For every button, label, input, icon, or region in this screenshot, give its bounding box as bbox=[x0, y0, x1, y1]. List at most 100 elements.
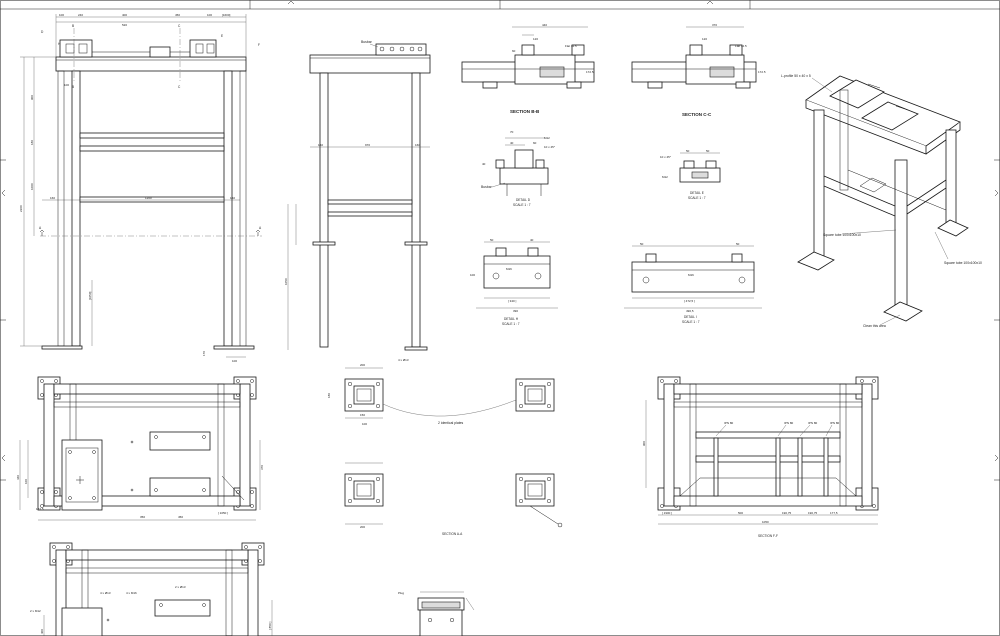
detail-i-title: DETAIL I bbox=[684, 315, 697, 319]
dim-sf-2: 500 bbox=[738, 511, 743, 515]
dim-bb-2: 120 bbox=[533, 37, 538, 41]
dim-side-4: 1050 bbox=[284, 278, 288, 285]
dim-front-mid-2: 1200 bbox=[145, 196, 152, 200]
dim-cc-4: 172.5 bbox=[758, 70, 766, 74]
dim-bb-1: 440 bbox=[542, 23, 547, 27]
square-tube-note-2: Square tube 100x100x10 bbox=[944, 261, 982, 265]
dim-sf-4: 190,75 bbox=[808, 511, 818, 515]
section-mark-c: C bbox=[178, 24, 181, 28]
detail-d: 70 40 60 40 M12 10 x 45° Busbar DETAIL D… bbox=[481, 130, 556, 207]
dim-side-1: 160 bbox=[318, 143, 323, 147]
bottom-plug-detail: Plug bbox=[398, 591, 475, 636]
section-bb-title: SECTION B-B bbox=[510, 109, 540, 114]
dim-plan-7: 440 bbox=[16, 475, 20, 480]
dim-hh-5: 390 bbox=[513, 309, 518, 313]
dim-sf-6: 1050 bbox=[762, 520, 769, 524]
dim-front-mid-1: 160 bbox=[50, 196, 55, 200]
dim-cc-1: 370 bbox=[712, 23, 717, 27]
dim-pad-3: 100 bbox=[362, 422, 367, 426]
dim-ii-5: M16 bbox=[688, 273, 694, 277]
dim-dd-2: 40 bbox=[510, 141, 514, 145]
dim-front-left-4: 2200 bbox=[19, 205, 23, 212]
ipn-label-1: IPN 80 bbox=[724, 421, 734, 425]
dim-front-top-5: 450 bbox=[175, 13, 180, 17]
busbar-note: Busbar bbox=[361, 40, 373, 44]
detail-mark-e: E bbox=[221, 34, 223, 38]
section-ff-title: SECTION F-F bbox=[758, 534, 778, 538]
dim-ee-4: M12 bbox=[662, 175, 668, 179]
clean-area-note: Clean this area bbox=[863, 324, 886, 328]
bottom-plan-view: 4 x Ø13 4 x M16 2 x Ø13 2 x M12 [ 850 ] … bbox=[30, 542, 273, 636]
dim-front-top-3: 400 bbox=[122, 13, 127, 17]
dim-ee-1: 50 bbox=[686, 149, 690, 153]
detail-mark-h: H bbox=[58, 42, 61, 46]
dim-front-top-6: 100 bbox=[207, 13, 212, 17]
dim-front-bot-3: 170 bbox=[202, 351, 206, 356]
detail-mark-d: D bbox=[41, 30, 44, 34]
detail-h-scale: SCALE 1 : 7 bbox=[502, 322, 520, 326]
isometric-view: L-profile 50 x 40 x 5 Square tube 100x10… bbox=[781, 74, 982, 328]
dim-ee-2: 50 bbox=[706, 149, 710, 153]
dim-pad-4: 4 x Ø13 bbox=[398, 358, 409, 362]
detail-e: 50 50 10 x 45° M12 DETAIL E SCALE 1 : 7 bbox=[660, 149, 721, 200]
plan-view: [ 1050 ] 350 450 172.5 370 100 440 bbox=[16, 376, 264, 521]
dim-dd-6: 10 x 45° bbox=[544, 145, 556, 149]
dim-bot-3: 2 x Ø13 bbox=[175, 585, 186, 589]
section-mark-a: A bbox=[39, 226, 42, 230]
dim-pad-1: 200 bbox=[360, 363, 365, 367]
dim-hh-3: 100 bbox=[470, 273, 475, 277]
identical-plates-note: 2 identical plates bbox=[438, 421, 464, 425]
detail-e-scale: SCALE 1 : 7 bbox=[688, 196, 706, 200]
dim-bot-4: 2 x M12 bbox=[30, 609, 41, 613]
section-mark-c: C bbox=[178, 85, 181, 89]
dim-bb-3: 60 bbox=[512, 49, 516, 53]
side-view: Busbar 160 970 160 1050 bbox=[284, 40, 431, 351]
pad-plates: 200 150 100 4 x Ø13 180 2 identical plat… bbox=[327, 358, 563, 536]
dim-sf-1: [ 1900 ] bbox=[662, 511, 672, 515]
ipn-label-4: IPN 80 bbox=[830, 421, 840, 425]
dim-plan-6: 100 bbox=[24, 479, 28, 484]
dim-front-top-2: 240 bbox=[78, 13, 83, 17]
detail-e-title: DETAIL E bbox=[690, 191, 704, 195]
dim-front-left-1: 900 bbox=[30, 95, 34, 100]
dim-sf-7: 900 bbox=[642, 441, 646, 446]
detail-h: 50 40 100 [ 340 ] 390 M16 DETAIL H SCALE… bbox=[470, 238, 558, 326]
dim-bot-6: 400 bbox=[40, 629, 44, 634]
dim-cc-2: 120 bbox=[702, 37, 707, 41]
detail-d-scale: SCALE 1 : 7 bbox=[513, 203, 531, 207]
dim-side-2: 970 bbox=[365, 143, 370, 147]
dim-plan-2: 350 bbox=[140, 515, 145, 519]
dim-ii-1: 50 bbox=[640, 242, 644, 246]
section-mark-b: B bbox=[72, 85, 74, 89]
dim-pad-5: 180 bbox=[327, 393, 331, 398]
dim-bb-5: 172.5 bbox=[586, 70, 594, 74]
section-mark-a: A bbox=[259, 226, 262, 230]
dim-plan-1: [ 1050 ] bbox=[218, 511, 228, 515]
dim-hh-2: 40 bbox=[530, 238, 534, 242]
section-bb: 440 120 60 Flat 12.5 172.5 SECTION B-B bbox=[461, 23, 595, 114]
dim-dd-4: 40 bbox=[482, 162, 486, 166]
dim-ii-2: 50 bbox=[736, 242, 740, 246]
ipn-label-2: IPN 80 bbox=[784, 421, 794, 425]
dim-sf-3: 190,75 bbox=[782, 511, 792, 515]
dim-pad-6: 200 bbox=[360, 525, 365, 529]
dim-bot-2: 4 x M16 bbox=[126, 591, 137, 595]
dim-dd-5: M12 bbox=[544, 136, 550, 140]
dim-front-left-3: 1000 bbox=[30, 183, 34, 190]
dim-plan-3: 450 bbox=[178, 515, 183, 519]
dim-bb-4: Flat 12.5 bbox=[565, 44, 577, 48]
detail-i: 50 50 [ 472,5 ] 490,5 M16 DETAIL I SCALE… bbox=[624, 242, 762, 324]
section-cc-title: SECTION C-C bbox=[682, 112, 712, 117]
dim-ii-3: [ 472,5 ] bbox=[684, 299, 695, 303]
dim-front-left-2: 180 bbox=[30, 140, 34, 145]
dim-dd-1: 70 bbox=[510, 130, 514, 134]
dim-front-mid-4: 100 bbox=[64, 83, 69, 87]
dim-front-bot-2: 100 bbox=[232, 359, 237, 363]
dim-hh-4: [ 340 ] bbox=[508, 299, 517, 303]
front-view: A A B B C C D E F H 100 240 400 520 450 … bbox=[19, 13, 262, 363]
dim-sf-5: 177,5 bbox=[830, 511, 838, 515]
square-tube-note-1: Square tube 100x100x10 bbox=[823, 233, 861, 237]
section-cc: 370 120 Flat 12.5 172.5 SECTION C-C bbox=[631, 23, 766, 117]
dim-hh-1: 50 bbox=[490, 238, 494, 242]
